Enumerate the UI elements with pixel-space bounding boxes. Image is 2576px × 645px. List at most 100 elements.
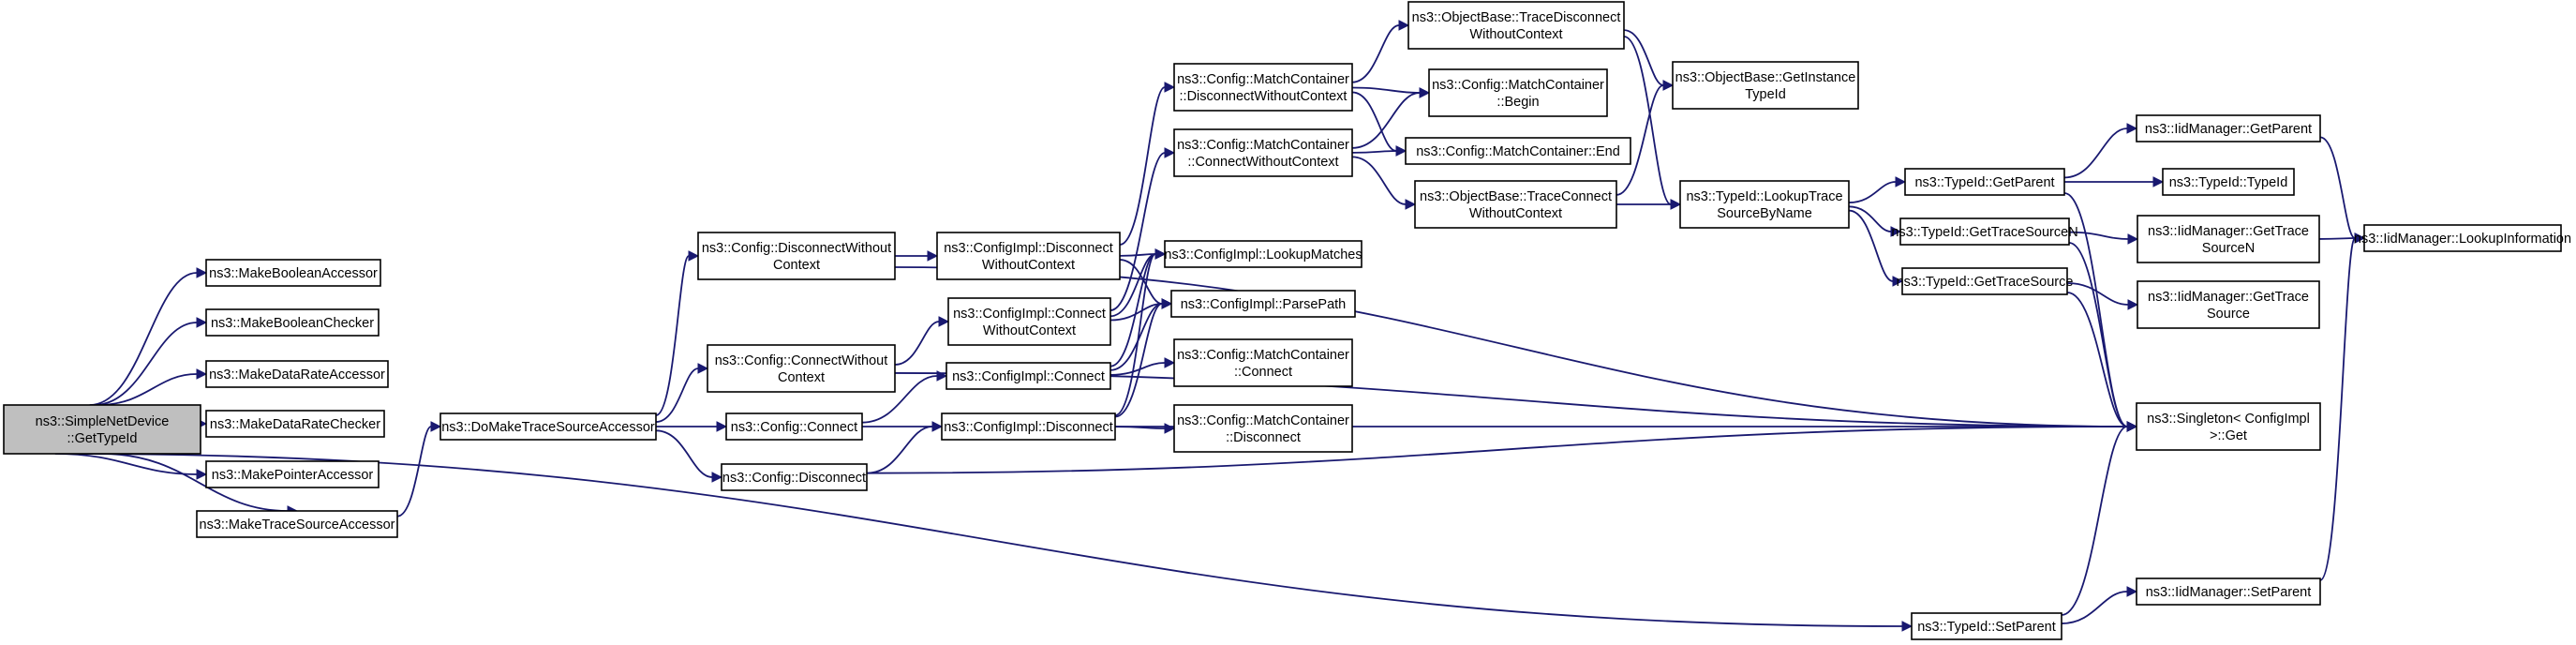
node-label: Source [2207, 307, 2250, 322]
node-box [946, 362, 1111, 390]
node-make-dracc[interactable]: ns3::MakeDataRateAccessor [205, 360, 389, 388]
node-ob-trace-disc[interactable]: ns3::ObjectBase::TraceDisconnectWithoutC… [1407, 1, 1625, 50]
function-nodes: ns3::SimpleNetDevice::GetTypeIdns3::Make… [3, 1, 2571, 640]
edge-tid-get-ts-to-iid-get-ts [2066, 282, 2139, 310]
node-box [1911, 612, 2062, 640]
node-make-drchk[interactable]: ns3::MakeDataRateChecker [205, 410, 385, 438]
edge-line [1848, 181, 1897, 203]
node-mc-end[interactable]: ns3::Config::MatchContainer::End [1405, 137, 1631, 165]
node-impl-disc-woc[interactable]: ns3::ConfigImpl::DisconnectWithoutContex… [936, 232, 1121, 280]
node-impl-parse[interactable]: ns3::ConfigImpl::ParsePath [1170, 290, 1356, 318]
edge-arrowhead [430, 421, 442, 432]
edge-line [2063, 128, 2128, 179]
node-box [941, 412, 1116, 441]
node-box [1173, 128, 1353, 177]
node-box [205, 460, 380, 488]
edge-line [1351, 86, 1421, 94]
node-do-make-tsacc[interactable]: ns3::DoMakeTraceSourceAccessor [439, 412, 657, 441]
node-box [2136, 114, 2321, 142]
edge-impl-disconnect-to-mc-disconnect [1114, 423, 1176, 434]
node-singleton-get[interactable]: ns3::Singleton< ConfigImpl >::Get [2136, 402, 2321, 451]
edge-mc-disc-woc-to-ob-trace-disc [1351, 20, 1410, 83]
node-box [1899, 218, 2070, 246]
node-tid-set-parent[interactable]: ns3::TypeId::SetParent [1911, 612, 2062, 640]
node-box [947, 297, 1111, 346]
edge-tid-get-parent-to-iid-get-parent [2063, 123, 2138, 179]
node-box [1173, 63, 1353, 112]
edge-tid-get-tsn-to-singleton-get [2068, 242, 2138, 432]
node-impl-conn-woc[interactable]: ns3::ConfigImpl::ConnectWithoutContext [947, 297, 1111, 346]
node-cfg-disc-woc[interactable]: ns3::Config::DisconnectWithoutContext [697, 232, 896, 280]
node-make-bool-acc[interactable]: ns3::MakeBooleanAccessor [205, 259, 381, 287]
node-tid-get-ts[interactable]: ns3::TypeId::GetTraceSource [1897, 267, 2074, 295]
node-tid-type-id[interactable]: ns3::TypeId::TypeId [2162, 168, 2295, 196]
node-box [1414, 180, 1617, 229]
edge-arrowhead [1398, 20, 1410, 31]
node-tid-get-parent[interactable]: ns3::TypeId::GetParent [1904, 168, 2065, 196]
node-mc-conn-woc[interactable]: ns3::Config::MatchContainer::ConnectWith… [1173, 128, 1353, 177]
edge-arrowhead [1890, 226, 1902, 237]
node-mc-begin[interactable]: ns3::Config::MatchContainer::Begin [1428, 68, 1608, 117]
node-cfg-conn-woc[interactable]: ns3::Config::ConnectWithoutContext [707, 344, 896, 393]
node-box [2363, 224, 2562, 252]
node-label: ns3::Config::MatchContainer [1177, 413, 1349, 428]
node-mc-disc-woc[interactable]: ns3::Config::MatchContainer::DisconnectW… [1173, 63, 1353, 112]
node-make-ptr-acc[interactable]: ns3::MakePointerAccessor [205, 460, 380, 488]
node-ob-trace-conn[interactable]: ns3::ObjectBase::TraceConnectWithoutCont… [1414, 180, 1617, 229]
node-iid-set-parent[interactable]: ns3::IidManager::SetParent [2136, 578, 2321, 606]
node-label: ns3::Config::MatchContainer::End [1416, 144, 1620, 159]
edge-line [1351, 92, 1421, 149]
node-cfg-connect[interactable]: ns3::Config::Connect [725, 412, 863, 441]
edge-line [1119, 259, 1163, 305]
node-cfg-disconnect[interactable]: ns3::Config::Disconnect [721, 463, 868, 491]
edge-tid-get-parent-to-tid-type-id [2064, 176, 2165, 188]
node-box [1170, 290, 1356, 318]
node-label: WithoutContext [1469, 206, 1562, 221]
edge-line [1351, 24, 1400, 83]
node-box [697, 232, 896, 280]
node-root[interactable]: ns3::SimpleNetDevice::GetTypeId [3, 404, 201, 455]
edge-line [2068, 231, 2129, 240]
node-label: ns3::TypeId::GetTraceSourceN [1891, 225, 2077, 240]
node-box [725, 412, 863, 441]
node-iid-get-parent[interactable]: ns3::IidManager::GetParent [2136, 114, 2321, 142]
node-make-bool-chk[interactable]: ns3::MakeBooleanChecker [205, 308, 380, 337]
node-make-tsacc[interactable]: ns3::MakeTraceSourceAccessor [196, 510, 398, 538]
node-impl-disconnect[interactable]: ns3::ConfigImpl::Disconnect [941, 412, 1116, 441]
node-label: ns3::TypeId::SetParent [1917, 620, 2056, 635]
edge-line [101, 453, 289, 512]
edge-cfg-disc-woc-to-impl-disc-woc [895, 250, 939, 262]
edge-impl-conn-woc-to-mc-conn-woc [1109, 147, 1176, 311]
node-mc-connect[interactable]: ns3::Config::MatchContainer::Connect [1173, 338, 1353, 387]
node-iid-get-tsn[interactable]: ns3::IidManager::GetTraceSourceN [2137, 215, 2320, 263]
node-label: ::Connect [1234, 365, 1292, 380]
node-box [1679, 180, 1850, 229]
node-box [1407, 1, 1625, 50]
node-iid-get-ts[interactable]: ns3::IidManager::GetTraceSource [2137, 280, 2320, 329]
node-impl-lookup[interactable]: ns3::ConfigImpl::LookupMatches [1164, 240, 1362, 268]
node-label: ns3::TypeId::GetTraceSource [1897, 275, 2074, 290]
node-label: SourceN [2202, 241, 2255, 256]
node-box [721, 463, 868, 491]
node-label: ns3::ConfigImpl::LookupMatches [1164, 248, 1362, 262]
node-label: >::Get [2210, 428, 2247, 443]
node-tid-get-tsn[interactable]: ns3::TypeId::GetTraceSourceN [1891, 218, 2078, 246]
node-box [205, 308, 380, 337]
node-iid-lookup-info[interactable]: ns3::IidManager::LookupInformation [2354, 224, 2571, 252]
edge-line [1351, 91, 1397, 152]
edge-line [2318, 237, 2356, 240]
node-box [1904, 168, 2065, 196]
node-impl-connect[interactable]: ns3::ConfigImpl::Connect [946, 362, 1111, 390]
node-box [2162, 168, 2295, 196]
edge-line [1351, 150, 1397, 154]
node-label: Context [773, 258, 820, 273]
node-mc-disconnect[interactable]: ns3::Config::MatchContainer::Disconnect [1173, 404, 1353, 453]
edge-arrowhead [1164, 357, 1176, 368]
node-label: ns3::SimpleNetDevice [36, 414, 170, 429]
node-label: ns3::TypeId::GetParent [1914, 175, 2054, 190]
edge-arrowhead [1154, 248, 1167, 260]
edge-arrowhead [1901, 621, 1913, 632]
